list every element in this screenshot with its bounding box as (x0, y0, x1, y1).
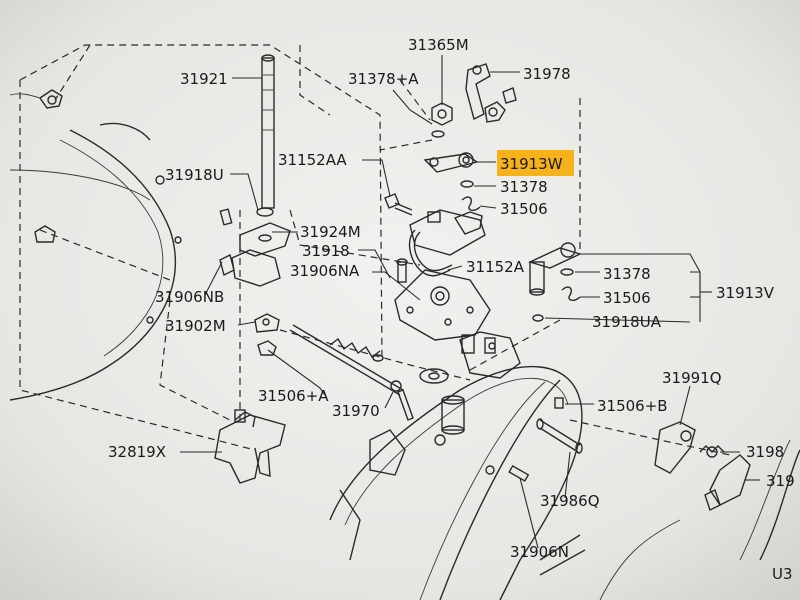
label-31906N: 31906N (510, 543, 569, 561)
label-31913W: 31913W (500, 155, 563, 173)
spring-rod-31970 (289, 324, 404, 396)
label-31986Q: 31986Q (540, 492, 600, 510)
highlight-31913W (497, 150, 574, 176)
label-31906NB: 31906NB (155, 288, 224, 306)
sensor-assembly (397, 368, 465, 435)
lever-31991Q (654, 421, 751, 511)
label-31365M: 31365M (408, 36, 469, 54)
label-31991Q: 31991Q (662, 369, 722, 387)
transmission-case-bottom (329, 331, 800, 600)
label-31152AA: 31152AA (278, 151, 347, 169)
label-31506-plus-a: 31506+A (258, 387, 329, 405)
label-31152A: 31152A (466, 258, 525, 276)
label-31378-top: 31378 (500, 178, 548, 196)
pin-31906N (508, 464, 530, 482)
label-31978: 31978 (523, 65, 571, 83)
label-31506-top: 31506 (500, 200, 548, 218)
label-31506-plus-b: 31506+B (597, 397, 668, 415)
corner-label: U3 (772, 565, 793, 583)
label-31921: 31921 (180, 70, 228, 88)
shift-rod-31921 (256, 54, 275, 217)
label-31918U: 31918U (165, 166, 224, 184)
shaft-31986Q (536, 397, 583, 454)
label-31378-plus-a: 31378+A (348, 70, 419, 88)
transmission-case-left (9, 89, 182, 401)
label-31913V: 31913V (716, 284, 775, 302)
label-31906NA: 31906NA (290, 262, 360, 280)
label-31970: 31970 (332, 402, 380, 420)
label-31918: 31918 (302, 242, 350, 260)
label-31506-right: 31506 (603, 289, 651, 307)
label-319-cut: 319 (766, 472, 795, 490)
quadrant-plate (394, 258, 491, 341)
assembly-dashed-lines (19, 44, 731, 456)
label-32819X: 32819X (108, 443, 166, 461)
top-center-parts (431, 63, 517, 138)
label-31378-right: 31378 (603, 265, 651, 283)
label-31902M: 31902M (165, 317, 226, 335)
fork-31924M (219, 208, 291, 287)
label-31918UA: 31918UA (592, 313, 662, 331)
small-parts-left (254, 313, 280, 356)
leader-lines (180, 55, 760, 549)
label-3198-cut: 3198 (746, 443, 784, 461)
lever-31913V (528, 242, 582, 322)
shift-fork-32819X (214, 409, 286, 484)
label-31924M: 31924M (300, 223, 361, 241)
part-labels: 31365M 31921 31378+A 31978 31152AA 31913… (108, 36, 795, 583)
